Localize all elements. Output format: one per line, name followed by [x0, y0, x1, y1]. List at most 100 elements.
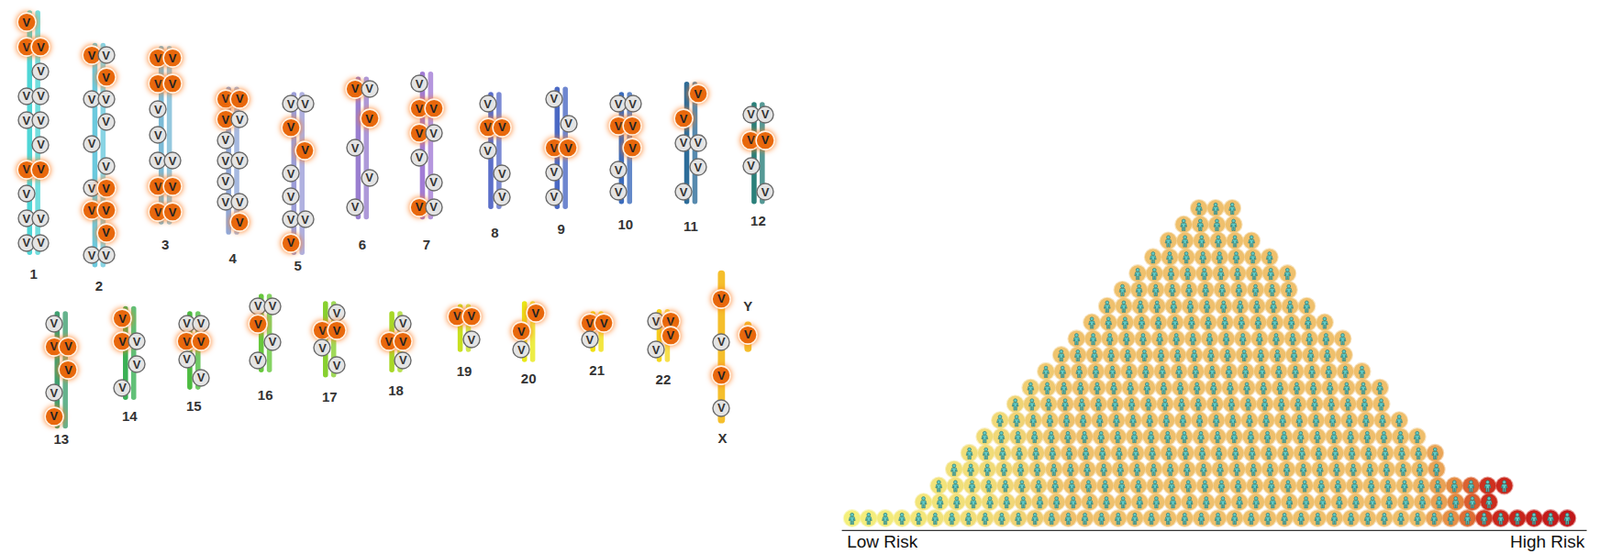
variant-letter: V	[717, 335, 726, 348]
person-disc	[1188, 379, 1206, 397]
person-disc	[1046, 477, 1064, 495]
person-disc	[1059, 428, 1077, 445]
variant-marker: V	[82, 134, 101, 154]
variant-letter: V	[22, 188, 32, 200]
person-icon	[1103, 300, 1111, 312]
person-icon	[1264, 431, 1271, 443]
person-icon	[1236, 497, 1244, 509]
variant-risk-marker: V	[96, 66, 117, 88]
person-icon	[1003, 497, 1011, 509]
person-disc	[1131, 493, 1148, 511]
person-disc	[1029, 461, 1046, 478]
person-disc	[1308, 411, 1325, 429]
person-disc	[1226, 510, 1244, 527]
person-disc	[1286, 346, 1303, 364]
person-icon	[1096, 415, 1103, 427]
variant-letter: V	[415, 200, 424, 213]
variant-letter: V	[761, 133, 770, 146]
person-disc	[1083, 314, 1100, 332]
person-icon	[1122, 333, 1130, 345]
chromosome-number: 19	[456, 363, 473, 379]
person-icon	[1306, 333, 1313, 345]
variant-letter: V	[614, 186, 623, 199]
person-icon	[1236, 300, 1244, 312]
person-icon	[1500, 480, 1508, 492]
person-disc	[1205, 379, 1223, 397]
person-disc	[1146, 477, 1164, 495]
person-icon	[1165, 235, 1172, 247]
person-icon	[1047, 431, 1055, 443]
person-icon	[1192, 366, 1200, 378]
person-icon	[1122, 317, 1129, 329]
person-disc	[1261, 248, 1278, 266]
person-disc	[1241, 411, 1258, 429]
person-icon	[1144, 399, 1152, 411]
person-disc	[1425, 510, 1443, 527]
person-icon	[1286, 497, 1293, 509]
person-disc	[1161, 248, 1178, 266]
person-icon	[1215, 447, 1223, 459]
chromosome-number: 4	[228, 250, 236, 267]
person-disc	[1324, 411, 1342, 429]
person-icon	[1033, 447, 1040, 459]
person-icon	[1030, 415, 1037, 427]
variant-letter: V	[384, 335, 393, 348]
person-icon	[1150, 464, 1157, 476]
person-disc	[1151, 330, 1168, 347]
variant-risk-marker: V	[593, 312, 614, 334]
variant-letter: V	[22, 212, 32, 225]
chromosome-number: 14	[122, 408, 138, 424]
variant-marker: V	[44, 314, 64, 334]
person-disc	[1256, 396, 1274, 413]
variant-marker: V	[177, 350, 197, 369]
person-icon	[1157, 349, 1165, 361]
variant-marker: V	[230, 151, 249, 170]
variant-risk-marker: V	[229, 88, 250, 110]
person-disc	[1273, 396, 1290, 413]
person-disc	[1211, 248, 1228, 266]
variant-letter: V	[693, 136, 702, 149]
person-icon	[1076, 366, 1083, 378]
variant-marker: V	[755, 105, 775, 124]
person-icon	[1218, 480, 1225, 492]
person-icon	[966, 447, 973, 459]
axis-label: Low Risk	[846, 532, 918, 553]
person-icon	[1195, 399, 1202, 411]
variant-letter: V	[365, 112, 374, 125]
person-disc	[1013, 477, 1031, 495]
person-icon	[1293, 382, 1300, 394]
person-icon	[1447, 512, 1455, 524]
person-disc	[1361, 461, 1378, 478]
person-icon	[1065, 431, 1072, 443]
person-disc	[1122, 379, 1139, 397]
person-disc	[945, 461, 963, 478]
person-disc	[1428, 461, 1445, 478]
person-icon	[1057, 349, 1065, 361]
person-icon	[1119, 284, 1126, 296]
person-disc	[1179, 265, 1197, 282]
person-disc	[1123, 396, 1141, 413]
variant-letter: V	[761, 108, 770, 121]
variant-risk-marker: V	[711, 288, 732, 310]
person-icon	[1066, 464, 1074, 476]
person-icon	[1303, 300, 1311, 312]
person-icon	[1128, 399, 1135, 411]
person-disc	[1023, 396, 1041, 413]
variant-letter: V	[600, 317, 609, 330]
person-disc	[1314, 493, 1332, 511]
person-disc	[1175, 411, 1192, 429]
variant-letter: V	[235, 92, 245, 105]
variant-risk-marker: V	[111, 308, 133, 329]
person-icon	[1222, 333, 1230, 345]
person-disc	[1011, 444, 1028, 462]
person-icon	[1130, 415, 1137, 427]
person-disc	[910, 510, 927, 527]
person-icon	[1231, 431, 1238, 443]
variant-letter: V	[679, 186, 689, 199]
variant-letter: V	[36, 138, 45, 151]
variant-letter: V	[746, 159, 756, 172]
person-disc	[1199, 298, 1216, 315]
variant-letter: V	[498, 121, 507, 134]
person-disc	[1326, 510, 1344, 527]
person-disc	[1097, 477, 1114, 495]
